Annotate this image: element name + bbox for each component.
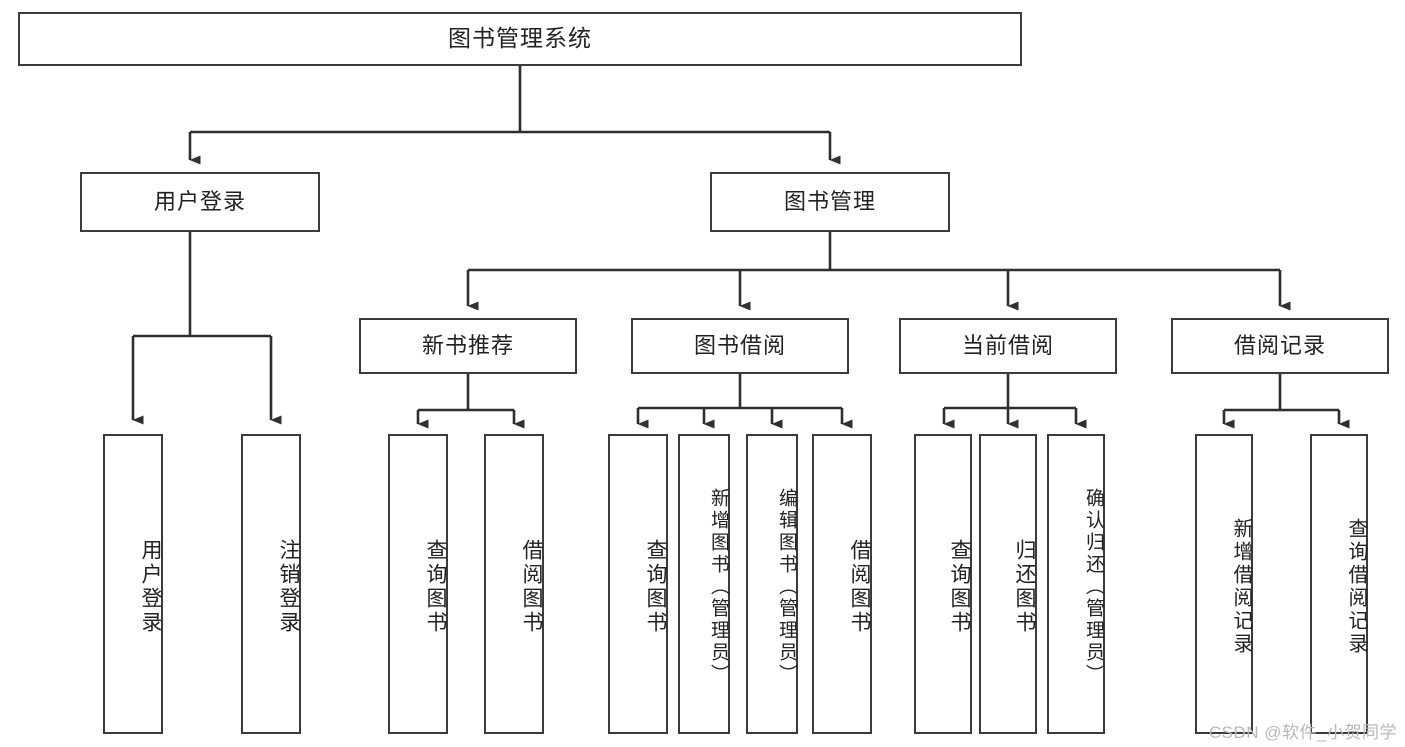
node-current-borrow[interactable]: 当前借阅 xyxy=(899,318,1117,374)
node-label: 新增图书（管理员） xyxy=(708,488,729,686)
node-label: 用户登录 xyxy=(139,539,162,635)
leaf-borrow-query-book[interactable]: 查询图书 xyxy=(608,434,668,734)
node-label: 借阅图书 xyxy=(520,539,543,635)
node-label: 查询图书 xyxy=(644,539,667,635)
leaf-current-return-book[interactable]: 归还图书 xyxy=(979,434,1037,734)
leaf-borrow-borrow-book[interactable]: 借阅图书 xyxy=(812,434,872,734)
node-label: 借阅图书 xyxy=(848,539,871,635)
leaf-record-add-record[interactable]: 新增借阅记录 xyxy=(1195,434,1253,734)
leaf-record-query-record[interactable]: 查询借阅记录 xyxy=(1310,434,1368,734)
node-label: 当前借阅 xyxy=(961,332,1054,358)
node-user-login[interactable]: 用户登录 xyxy=(80,172,320,232)
node-label: 图书借阅 xyxy=(693,332,786,358)
node-label: 归还图书 xyxy=(1013,539,1036,635)
node-label: 图书管理系统 xyxy=(448,25,592,52)
node-label: 注销登录 xyxy=(277,539,300,635)
leaf-current-query-book[interactable]: 查询图书 xyxy=(914,434,972,734)
node-label: 查询图书 xyxy=(424,539,447,635)
node-label: 查询借阅记录 xyxy=(1345,518,1367,656)
node-label: 新书推荐 xyxy=(421,332,514,358)
node-book-management[interactable]: 图书管理 xyxy=(710,172,950,232)
leaf-user-login-logout[interactable]: 注销登录 xyxy=(241,434,301,734)
node-new-book-recommend[interactable]: 新书推荐 xyxy=(359,318,577,374)
node-root-system[interactable]: 图书管理系统 xyxy=(18,12,1022,66)
node-label: 编辑图书（管理员） xyxy=(776,488,797,686)
leaf-user-login-login[interactable]: 用户登录 xyxy=(103,434,163,734)
node-label: 查询图书 xyxy=(948,539,971,635)
node-label: 新增借阅记录 xyxy=(1230,518,1252,656)
node-book-borrow[interactable]: 图书借阅 xyxy=(631,318,849,374)
node-label: 用户登录 xyxy=(153,188,246,214)
node-label: 确认归还（管理员） xyxy=(1083,488,1104,686)
leaf-borrow-edit-book[interactable]: 编辑图书（管理员） xyxy=(746,434,798,734)
leaf-recommend-borrow-book[interactable]: 借阅图书 xyxy=(484,434,544,734)
leaf-recommend-query-book[interactable]: 查询图书 xyxy=(388,434,448,734)
watermark-text: CSDN @软件_小贺同学 xyxy=(1208,723,1397,742)
node-label: 借阅记录 xyxy=(1233,332,1326,358)
leaf-current-confirm-return[interactable]: 确认归还（管理员） xyxy=(1047,434,1105,734)
leaf-borrow-add-book[interactable]: 新增图书（管理员） xyxy=(678,434,730,734)
node-borrow-record[interactable]: 借阅记录 xyxy=(1171,318,1389,374)
node-label: 图书管理 xyxy=(783,188,876,214)
